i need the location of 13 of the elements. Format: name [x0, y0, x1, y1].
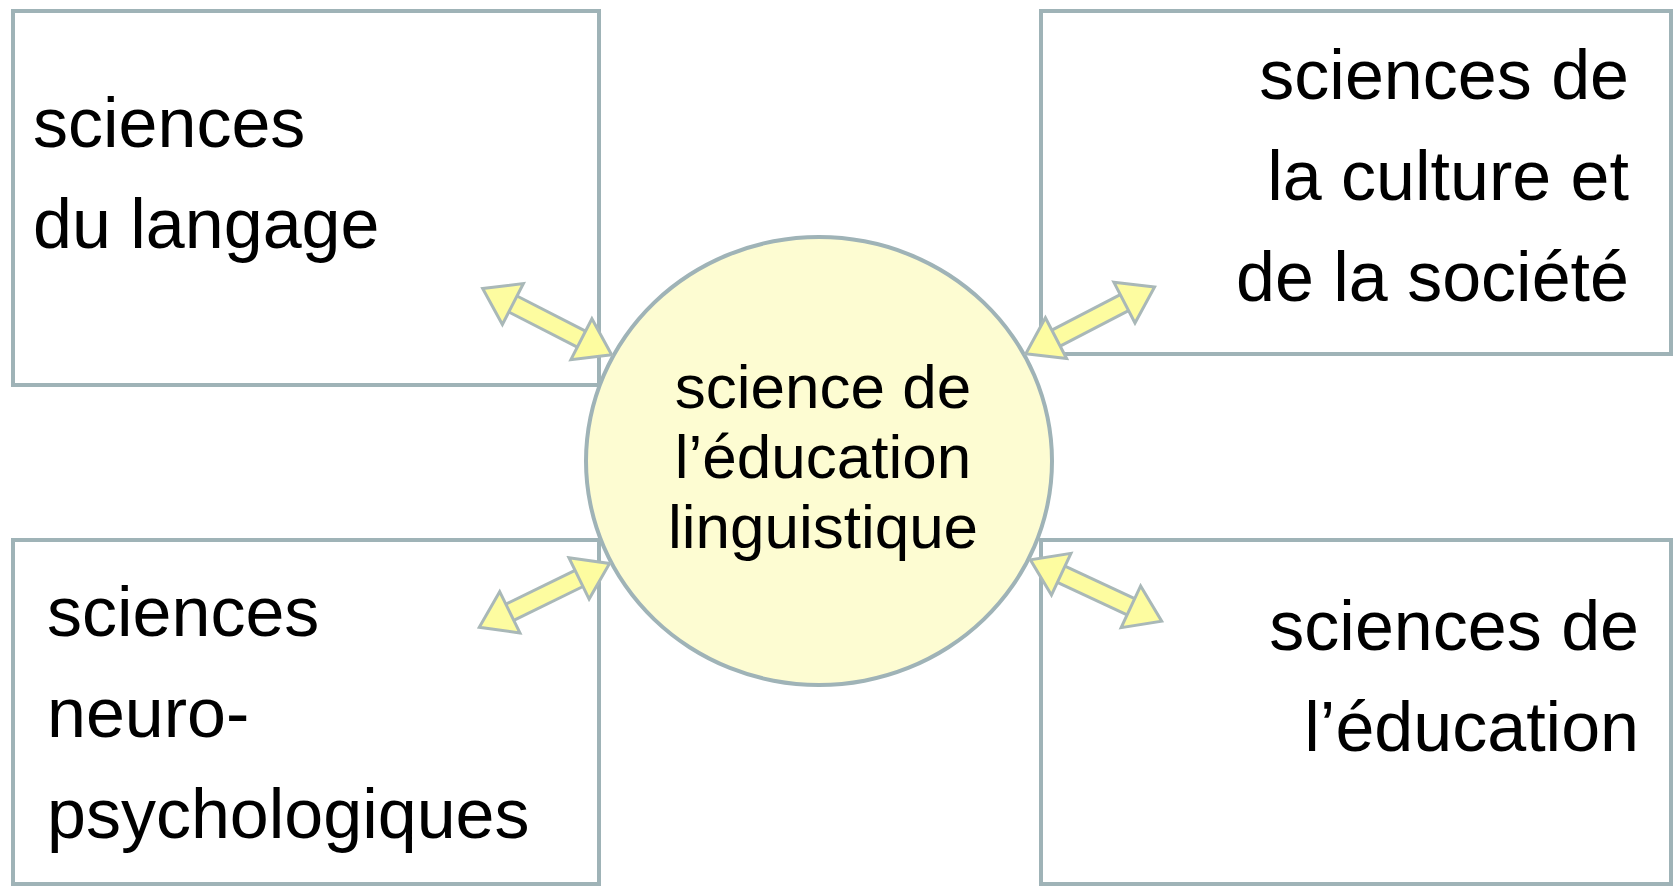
- field-box: [1039, 9, 1673, 356]
- circle-label: science de l’éducation linguistique: [666, 352, 980, 562]
- field-box: [11, 538, 601, 886]
- box-label: sciences du langage: [33, 83, 381, 265]
- double-arrow: [477, 556, 612, 635]
- field-box: [1039, 538, 1673, 886]
- box-label: sciences neuro- psychologiques: [47, 572, 531, 855]
- box-label: sciences de la culture et de la société: [1234, 35, 1629, 318]
- double-arrow: [1024, 280, 1157, 360]
- double-arrow: [1028, 551, 1164, 630]
- box-label: sciences de l’éducation: [1268, 586, 1639, 768]
- double-arrow: [481, 282, 614, 362]
- field-box: [11, 9, 601, 387]
